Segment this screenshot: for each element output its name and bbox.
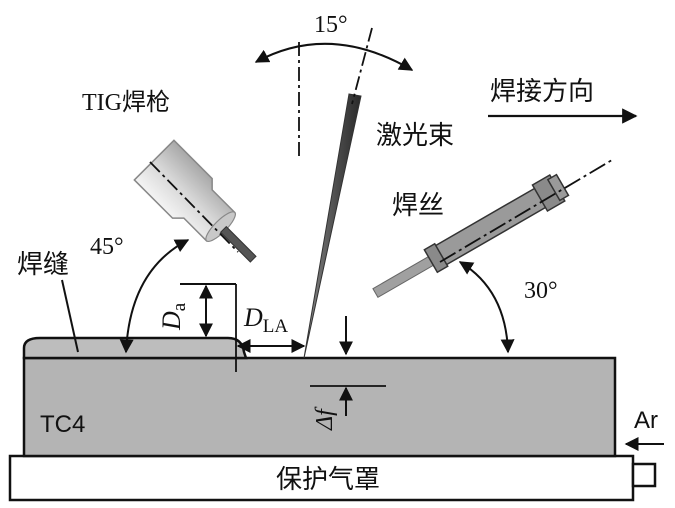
argon-label: Ar	[634, 407, 658, 434]
torch-angle-arc	[119, 239, 190, 354]
defocus-label: Δf	[312, 406, 338, 431]
workpiece: TC4	[22, 336, 617, 458]
filler-wire	[372, 159, 613, 299]
wire-axis	[439, 159, 613, 263]
laser-arc-distance-label: DLA	[243, 303, 288, 337]
torch-axis	[149, 161, 239, 253]
laser-beam	[298, 27, 373, 359]
weld-seam-leader	[61, 279, 79, 353]
torch-angle-label: 45°	[90, 234, 124, 260]
laser-angle-label: 15°	[314, 12, 348, 38]
workpiece-plate	[22, 356, 617, 458]
laser-arc-distance: DLA	[236, 303, 306, 353]
defocus-dimension: Δf	[310, 316, 386, 431]
laser-beam-label: 激光束	[376, 121, 454, 151]
wire-angle-arc	[458, 261, 515, 354]
tig-torch-label: TIG焊枪	[82, 89, 170, 116]
weld-seam-label: 焊缝	[17, 250, 69, 280]
tig-torch	[133, 139, 257, 263]
arc-height-label: Da	[157, 302, 190, 331]
wire-angle-label: 30°	[524, 278, 558, 304]
weld-bead	[22, 336, 248, 360]
filler-wire-label: 焊丝	[392, 191, 444, 221]
laser-axis	[351, 27, 373, 105]
laser-angle-arc	[254, 42, 414, 71]
shield-gas-box: 保护气罩	[8, 454, 657, 502]
shield-box-label: 保护气罩	[276, 465, 380, 495]
welding-direction-label: 焊接方向	[490, 77, 594, 107]
arc-height-dimension: Da	[157, 283, 237, 372]
material-label: TC4	[40, 411, 85, 438]
